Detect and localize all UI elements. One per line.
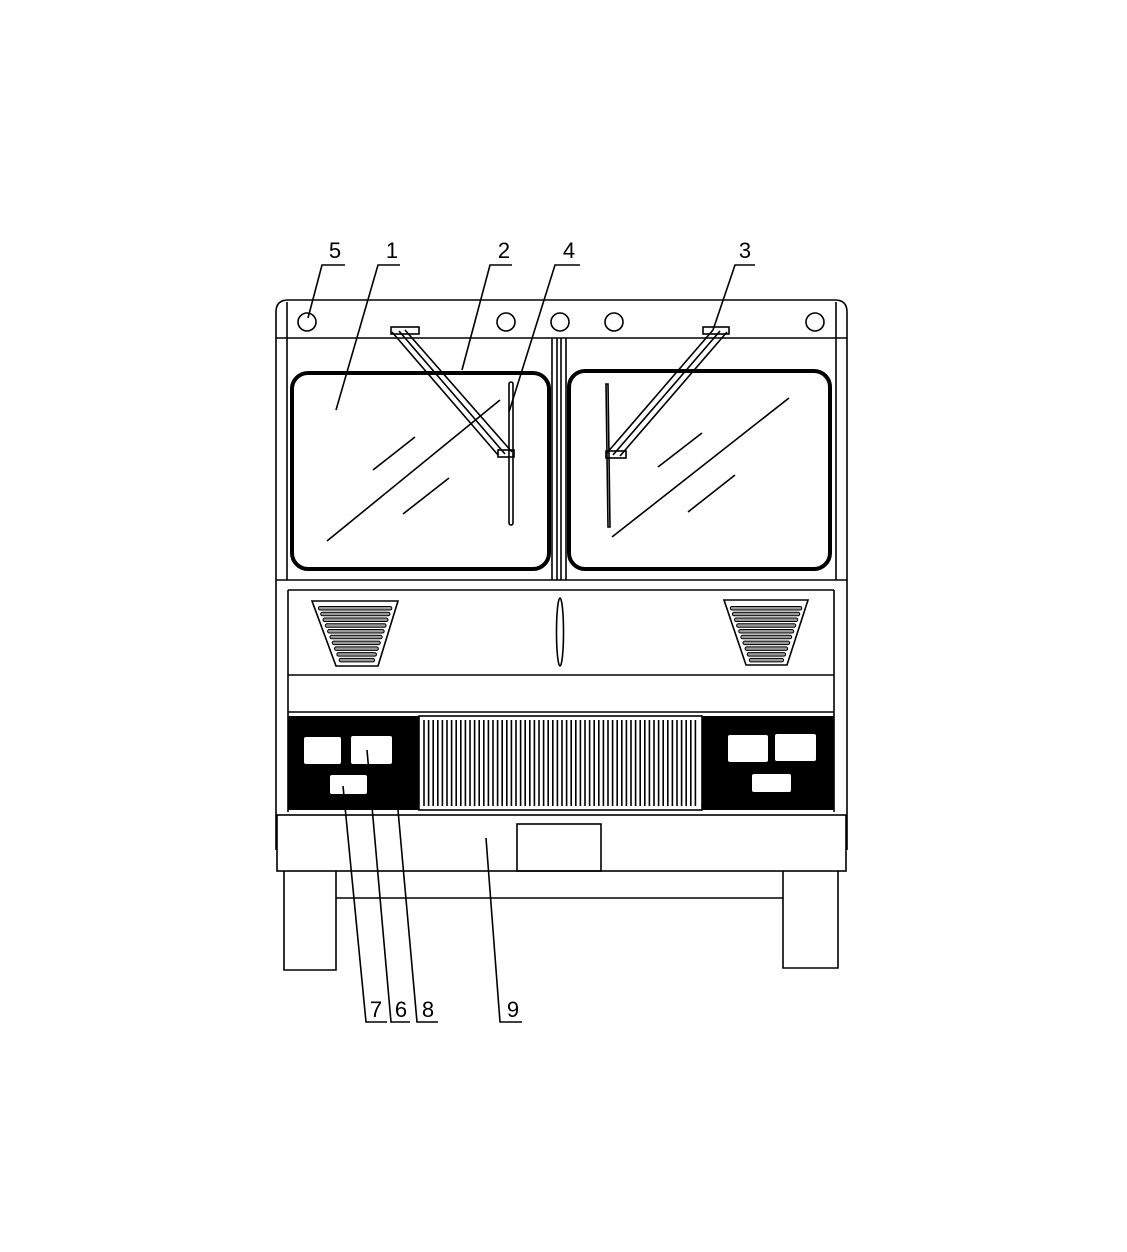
- air-vent-right: [722, 599, 810, 666]
- vent-slat: [736, 623, 797, 628]
- vent-slat: [746, 652, 787, 657]
- center-emblem: [555, 597, 565, 667]
- vent-slat: [338, 657, 376, 663]
- vent-slat: [748, 657, 785, 663]
- support-right: [782, 871, 839, 969]
- label-6: 6: [395, 997, 407, 1022]
- license-plate: [516, 823, 602, 872]
- cab-body-outline: [275, 299, 848, 850]
- vent-slat: [320, 611, 391, 617]
- label-8: 8: [422, 997, 434, 1022]
- wiper-blade-right: [605, 383, 611, 528]
- vent-slat: [317, 605, 393, 611]
- vent-slat: [331, 640, 381, 646]
- vent-slat: [327, 629, 385, 634]
- marker-lights: [297, 312, 825, 332]
- leader-lines: [307, 264, 755, 1023]
- lamp-panel-right: [702, 716, 834, 810]
- vent-slat: [336, 652, 377, 657]
- vent-slat: [329, 634, 383, 640]
- vent-slat: [744, 646, 789, 651]
- vent-slat: [740, 634, 793, 640]
- label-5: 5: [329, 238, 341, 263]
- windshield-divider: [551, 338, 567, 580]
- vent-slat: [742, 640, 791, 646]
- windshield-right: [567, 369, 832, 571]
- vent-slat: [734, 617, 799, 622]
- wiper-blade-left: [508, 381, 514, 526]
- air-vent-left: [310, 600, 400, 667]
- glass-hatching: [326, 397, 790, 542]
- wiper-arm-right: [605, 326, 730, 459]
- vent-slat: [729, 605, 803, 611]
- windshield-left: [290, 371, 551, 571]
- label-4: 4: [563, 238, 575, 263]
- vent-slat: [334, 646, 379, 651]
- grille-bars: [423, 720, 697, 806]
- vent-slat: [731, 611, 801, 617]
- support-left: [283, 871, 337, 971]
- label-1: 1: [386, 238, 398, 263]
- label-9: 9: [507, 997, 519, 1022]
- vent-slat: [324, 623, 387, 628]
- vent-slat: [738, 629, 795, 634]
- label-3: 3: [739, 238, 751, 263]
- headlamps: [304, 734, 816, 794]
- vent-slat: [322, 617, 389, 622]
- vent-slats: [317, 605, 803, 663]
- wiper-arm-left: [390, 326, 515, 458]
- radiator-grille: [418, 715, 703, 811]
- label-2: 2: [498, 238, 510, 263]
- label-7: 7: [370, 997, 382, 1022]
